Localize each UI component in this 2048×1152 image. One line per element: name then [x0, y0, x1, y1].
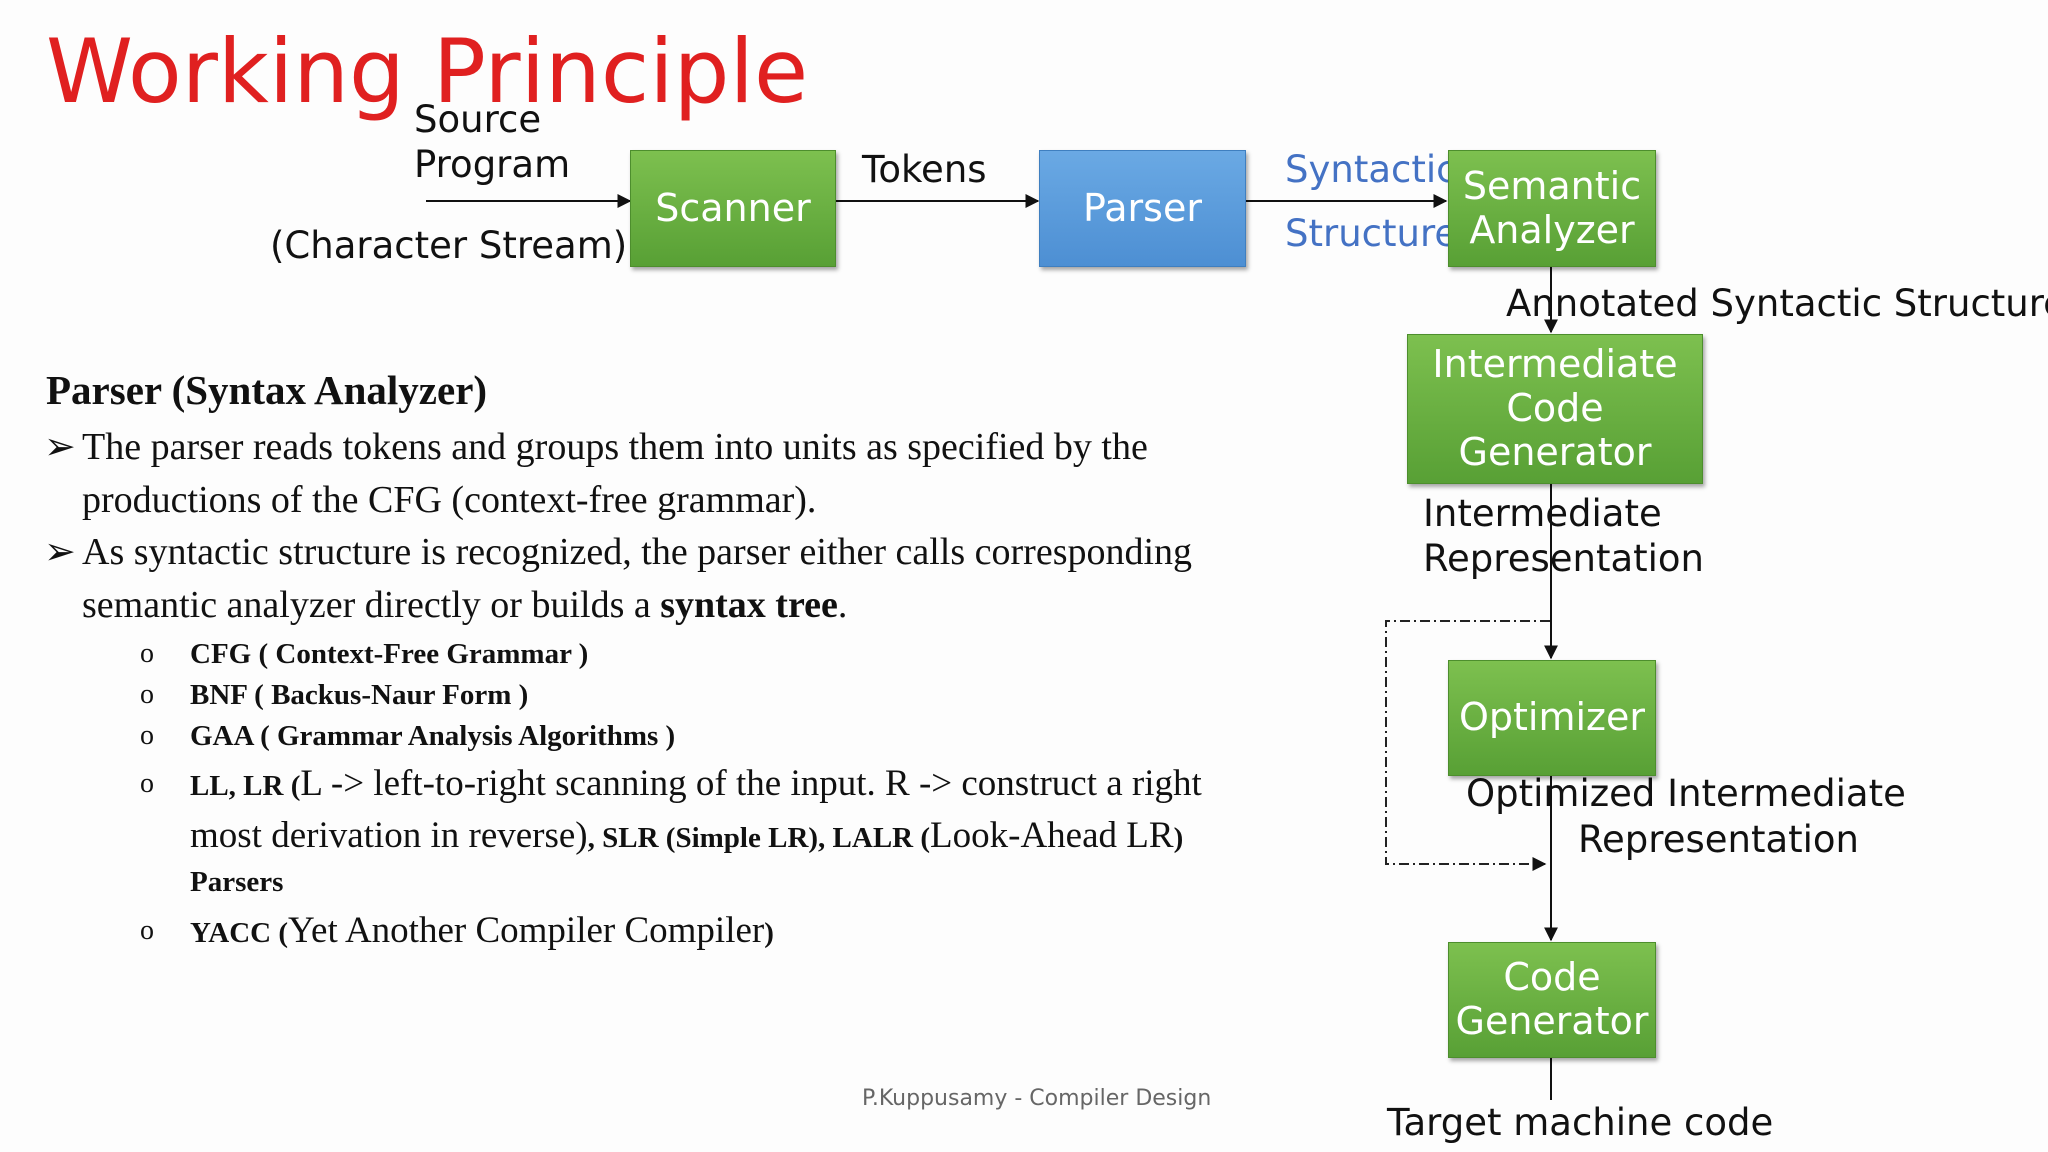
optimizer-box: Optimizer [1448, 660, 1656, 776]
optimized-ir-label-line1: Optimized Intermediate [1466, 772, 1906, 815]
target-code-label: Target machine code [1387, 1101, 1774, 1144]
sub-item-cfg-text: CFG ( Context-Free Grammar ) [190, 638, 589, 670]
slide-title: Working Principle [46, 20, 809, 123]
parser-box: Parser [1039, 150, 1246, 267]
bullet-2-suffix: . [837, 584, 848, 626]
sub-item-ll-lr-line1: LL, LR (L -> left-to-right scanning of t… [190, 758, 1202, 812]
bullet-2-line1: As syntactic structure is recognized, th… [82, 531, 1193, 573]
scanner-label: Scanner [655, 185, 811, 230]
sub-item-ll-lr-line2: most derivation in reverse), SLR (Simple… [190, 810, 1183, 864]
sub-bullet-icon: o [140, 768, 154, 799]
ll-lr-description: L -> left-to-right scanning of the input… [300, 763, 1202, 804]
codegen-label-line1: Code [1503, 955, 1601, 1000]
sub-bullet-icon: o [140, 720, 154, 751]
sub-item-bnf-text: BNF ( Backus-Naur Form ) [190, 679, 529, 711]
optimizer-label: Optimizer [1458, 695, 1645, 740]
icg-label-line3: Generator [1458, 429, 1652, 474]
slr-lalr-terms: , SLR (Simple LR), LALR ( [587, 822, 931, 854]
parsers-word: Parsers [190, 866, 284, 898]
intermediate-code-generator-box: Intermediate Code Generator [1407, 334, 1703, 484]
bullet-2-line2: semantic analyzer directly or builds a s… [82, 579, 847, 631]
ir-label-line1: Intermediate [1423, 492, 1662, 535]
closing-paren: ) [1173, 822, 1184, 854]
sub-bullet-icon: o [140, 679, 154, 710]
syntax-tree-term: syntax tree [660, 584, 838, 626]
bullet-1-line2: productions of the CFG (context-free gra… [82, 479, 817, 521]
code-generator-box: Code Generator [1448, 942, 1656, 1058]
sub-item-gaa-text: GAA ( Grammar Analysis Algorithms ) [190, 720, 676, 752]
bullet-2-prefix: semantic analyzer directly or builds a [82, 584, 661, 626]
slide-footer: P.Kuppusamy - Compiler Design [862, 1086, 1212, 1111]
look-ahead-text: Look-Ahead LR [930, 815, 1174, 856]
yacc-term: YACC ( [190, 917, 289, 949]
rightmost-derivation-text: most derivation in reverse) [190, 815, 588, 856]
optimizer-bypass-dashed [1385, 620, 1550, 871]
sub-bullet-icon: o [140, 638, 154, 669]
bullet-1-line1: The parser reads tokens and groups them … [82, 426, 1148, 468]
parser-label: Parser [1083, 185, 1202, 230]
icg-label-line2: Code [1506, 386, 1604, 431]
annotated-structure-label: Annotated Syntactic Structure [1506, 282, 2048, 325]
tokens-label: Tokens [862, 148, 987, 191]
optimized-ir-label-line2: Representation [1578, 818, 1860, 861]
yacc-description: Yet Another Compiler Compiler [288, 910, 765, 951]
source-label-line1: Source [414, 98, 542, 141]
semantic-analyzer-box: Semantic Analyzer [1448, 150, 1656, 267]
section-heading: Parser (Syntax Analyzer) [46, 367, 488, 413]
character-stream-label: (Character Stream) [270, 224, 628, 267]
sub-bullet-icon: o [140, 915, 154, 946]
semantic-label-line2: Analyzer [1469, 207, 1635, 252]
bullet-arrow-icon: ➢ [44, 531, 76, 573]
scanner-box: Scanner [630, 150, 836, 267]
ir-label-line2: Representation [1423, 537, 1705, 580]
ll-lr-term: LL, LR ( [190, 770, 301, 802]
bullet-arrow-icon: ➢ [44, 426, 76, 468]
structure-label: Structure [1285, 212, 1458, 255]
sub-item-yacc-text: YACC (Yet Another Compiler Compiler) [190, 905, 774, 959]
semantic-label-line1: Semantic [1462, 163, 1642, 208]
codegen-label-line2: Generator [1455, 999, 1649, 1043]
icg-label-line1: Intermediate [1432, 342, 1678, 387]
yacc-closing-paren: ) [764, 917, 774, 949]
source-label-line2: Program [414, 143, 571, 186]
syntactic-label: Syntactic [1285, 148, 1457, 191]
